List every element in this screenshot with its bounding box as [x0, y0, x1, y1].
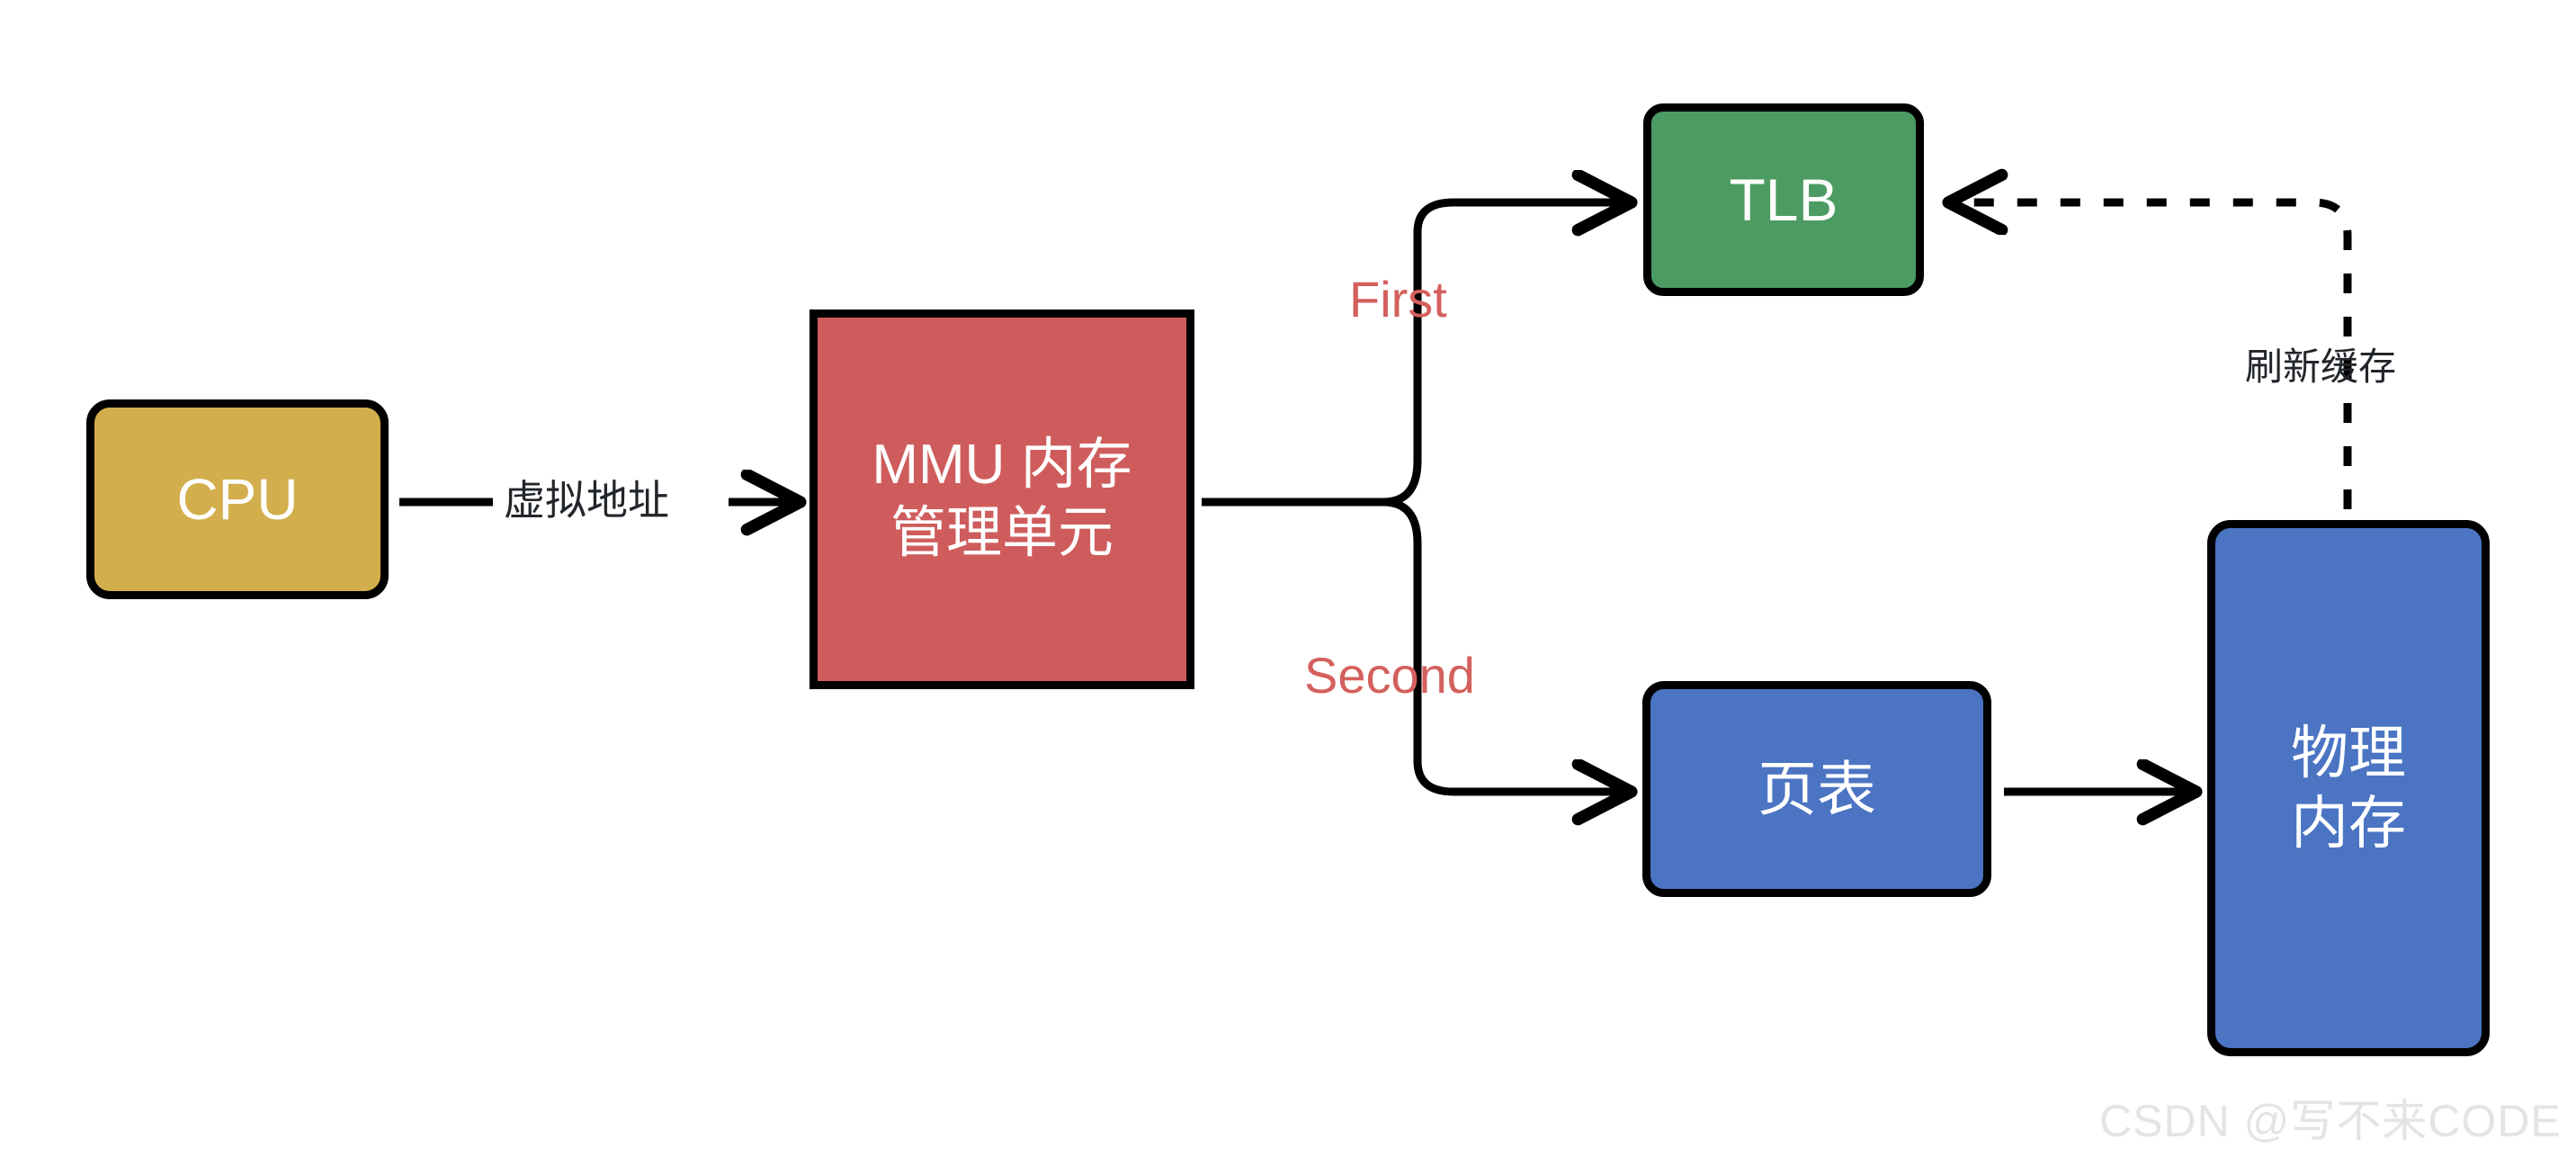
edge-mmu-fork-down	[1382, 498, 1422, 745]
node-page-table[interactable]: 页表	[1642, 681, 1991, 897]
edge-mmu-to-tlb	[1413, 202, 1630, 245]
edge-mmu-to-page-table	[1413, 745, 1630, 792]
watermark: CSDN @写不来CODE	[2099, 1096, 2562, 1146]
edge-label-second: Second	[1304, 647, 1475, 704]
node-tlb[interactable]: TLB	[1643, 103, 1924, 296]
node-mmu[interactable]: MMU 内存 管理单元	[809, 309, 1194, 689]
edge-label-flush-cache: 刷新缓存	[2245, 345, 2397, 388]
edge-label-virtual-address: 虚拟地址	[504, 477, 669, 524]
node-cpu[interactable]: CPU	[86, 399, 389, 599]
node-physical-memory[interactable]: 物理 内存	[2207, 520, 2490, 1056]
edge-label-first: First	[1349, 271, 1447, 327]
